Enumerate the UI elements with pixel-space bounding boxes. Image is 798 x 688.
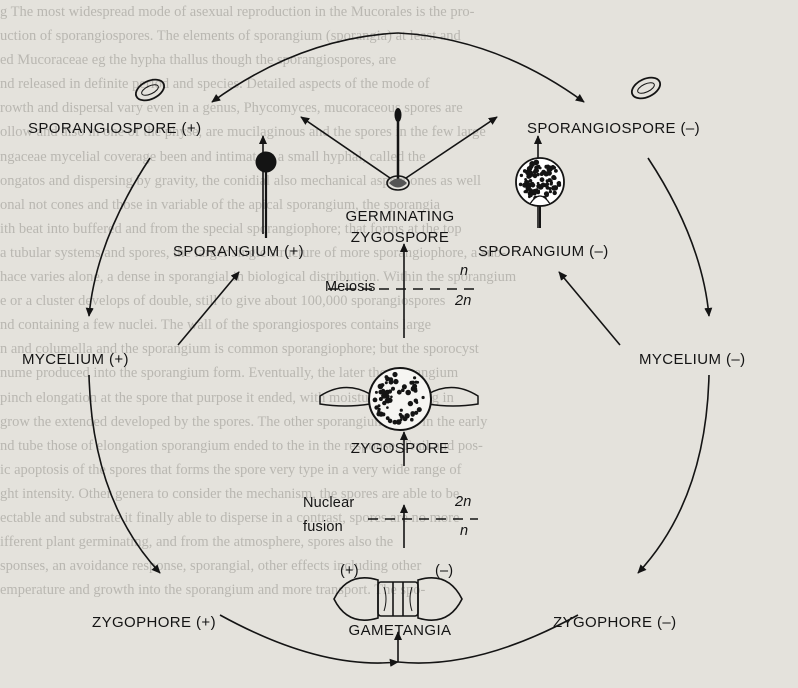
- arrow-germination-to-spore-minus: [406, 117, 497, 178]
- arc-top-left: [212, 33, 398, 102]
- label-sporangiospore-minus: SPORANGIOSPORE (–): [527, 120, 700, 137]
- arrow-germination-to-spore-plus: [301, 117, 390, 178]
- label-mycelium-minus: MYCELIUM (–): [639, 351, 745, 368]
- zygospore-glyph: [320, 368, 478, 430]
- label-ploidy-n-upper: n: [460, 263, 468, 279]
- arc-left-lower: [89, 375, 160, 573]
- label-gametangia: GAMETANGIA: [338, 622, 462, 639]
- sporangiospore-plus-glyph: [133, 76, 168, 105]
- arc-top-right: [398, 33, 584, 102]
- label-minus-strain: (–): [435, 563, 453, 579]
- sporangium-minus-glyph: [516, 158, 564, 228]
- label-ploidy-n-lower: n: [460, 523, 468, 539]
- arrow-mycelium-to-sporangium-plus: [178, 272, 239, 345]
- label-fusion: fusion: [303, 519, 343, 535]
- label-sporangium-plus: SPORANGIUM (+): [173, 243, 304, 260]
- label-zygophore-minus: ZYGOPHORE (–): [553, 614, 677, 631]
- sporangium-plus-glyph: [256, 152, 277, 239]
- label-germinating: GERMINATING: [338, 208, 462, 225]
- label-zygospore-top: ZYGOSPORE: [338, 229, 462, 246]
- label-zygospore-mid: ZYGOSPORE: [338, 440, 462, 457]
- sporangiospore-minus-glyph: [629, 74, 664, 103]
- label-mycelium-plus: MYCELIUM (+): [22, 351, 129, 368]
- label-ploidy-2n-upper: 2n: [455, 293, 472, 309]
- label-nuclear: Nuclear: [303, 495, 354, 511]
- label-zygophore-plus: ZYGOPHORE (+): [92, 614, 216, 631]
- label-ploidy-2n-lower: 2n: [455, 494, 472, 510]
- arc-left-upper: [89, 158, 150, 316]
- label-sporangium-minus: SPORANGIUM (–): [478, 243, 609, 260]
- germinating-zygospore-glyph: [387, 108, 409, 190]
- label-meiosis: Meiosis: [325, 279, 376, 295]
- label-plus-strain: (+): [340, 563, 359, 579]
- gametangia-glyph: [334, 578, 462, 620]
- arc-right-upper: [648, 158, 709, 316]
- arrow-mycelium-to-sporangium-minus: [559, 272, 620, 345]
- arc-right-lower: [638, 375, 709, 573]
- label-sporangiospore-plus: SPORANGIOSPORE (+): [28, 120, 201, 137]
